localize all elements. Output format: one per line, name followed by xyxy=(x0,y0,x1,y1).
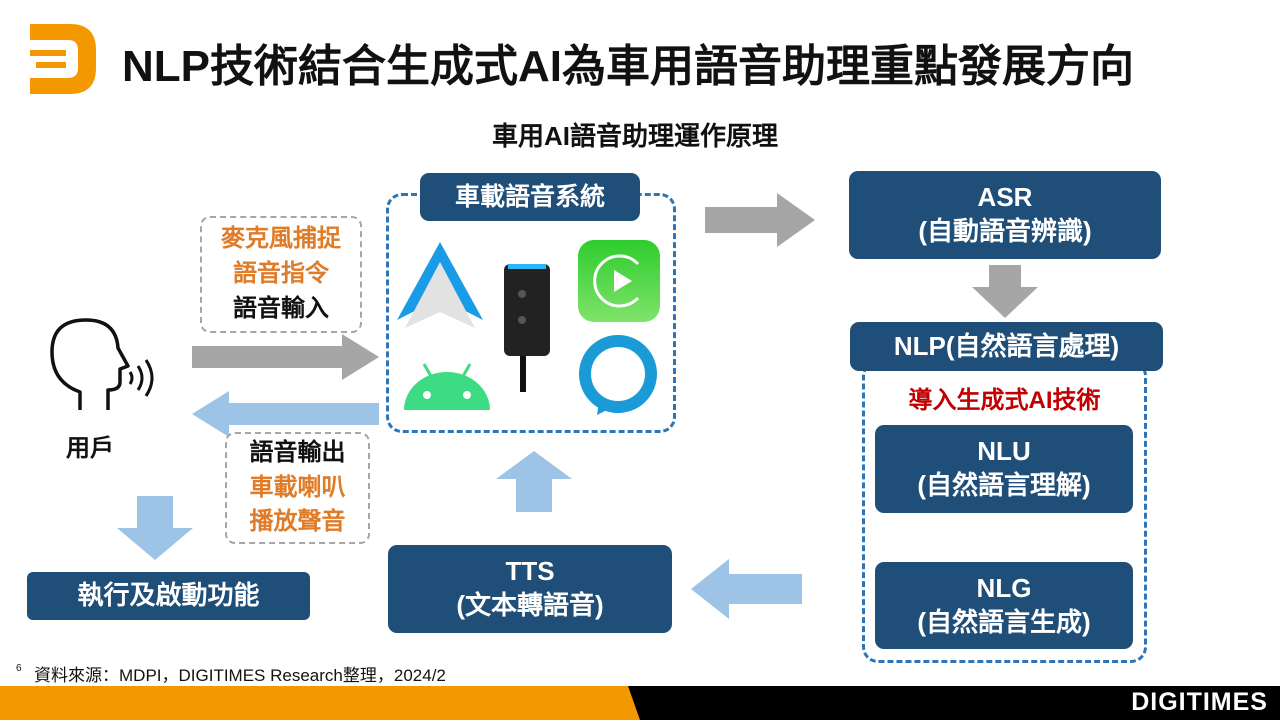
input-line-2: 語音指令 xyxy=(233,260,329,288)
speaking-user-icon xyxy=(50,318,154,410)
footer-orange-band xyxy=(0,686,640,720)
arrow-down-to-nlp-icon xyxy=(972,265,1038,318)
voice-output-box: 語音輸出車載喇叭播放聲音 xyxy=(225,432,370,544)
android-auto-icon xyxy=(397,242,483,328)
nlg-box: NLG(自然語言生成) xyxy=(875,562,1133,649)
apple-carplay-icon xyxy=(578,240,660,322)
arrow-up-to-system-icon xyxy=(496,451,572,512)
echo-auto-device-icon xyxy=(504,264,550,392)
output-line-1: 語音輸出 xyxy=(249,438,346,466)
execute-function-box: 執行及啟動功能 xyxy=(27,572,310,620)
asr-title: ASR xyxy=(977,182,1033,213)
tts-title: TTS xyxy=(505,556,555,587)
voice-input-box: 麥克風捕捉語音指令語音輸入 xyxy=(200,216,362,333)
page-number: 6 xyxy=(16,663,22,674)
nlg-title: NLG xyxy=(976,572,1032,603)
digitimes-logo-icon xyxy=(30,24,96,94)
arrow-left-output-icon xyxy=(192,391,379,437)
nlg-desc: (自然語言生成) xyxy=(917,606,1091,637)
footer-brand-logo: DIGITIMES xyxy=(1131,688,1268,716)
nlu-title: NLU xyxy=(977,436,1031,467)
output-line-2: 車載喇叭 xyxy=(249,473,346,501)
output-line-3: 播放聲音 xyxy=(249,508,346,536)
nlp-box: NLP(自然語言處理) xyxy=(850,322,1163,371)
asr-box: ASR(自動語音辨識) xyxy=(849,171,1161,259)
tts-box: TTS(文本轉語音) xyxy=(388,545,672,633)
user-label: 用戶 xyxy=(66,435,114,462)
nlu-desc: (自然語言理解) xyxy=(917,470,1091,500)
arrow-left-to-tts-icon xyxy=(691,559,802,619)
diagram-subtitle: 車用AI語音助理運作原理 xyxy=(491,121,778,151)
voice-system-label: 車載語音系統 xyxy=(420,173,640,221)
source-note: 資料來源：MDPI，DIGITIMES Research整理，2024/2 xyxy=(34,666,446,685)
generative-ai-note: 導入生成式AI技術 xyxy=(908,387,1101,414)
input-line-3: 語音輸入 xyxy=(233,294,329,322)
arrow-right-to-asr-icon xyxy=(705,193,815,247)
page-title: NLP技術結合生成式AI為車用語音助理重點發展方向 xyxy=(122,42,1134,91)
arrow-down-to-action-icon xyxy=(117,496,193,560)
arrow-right-input-icon xyxy=(192,334,379,380)
asr-desc: (自動語音辨識) xyxy=(918,216,1092,246)
input-line-1: 麥克風捕捉 xyxy=(221,225,341,253)
alexa-icon xyxy=(579,335,657,415)
nlu-box: NLU(自然語言理解) xyxy=(875,425,1133,513)
android-icon xyxy=(404,363,490,410)
tts-desc: (文本轉語音) xyxy=(456,590,604,620)
